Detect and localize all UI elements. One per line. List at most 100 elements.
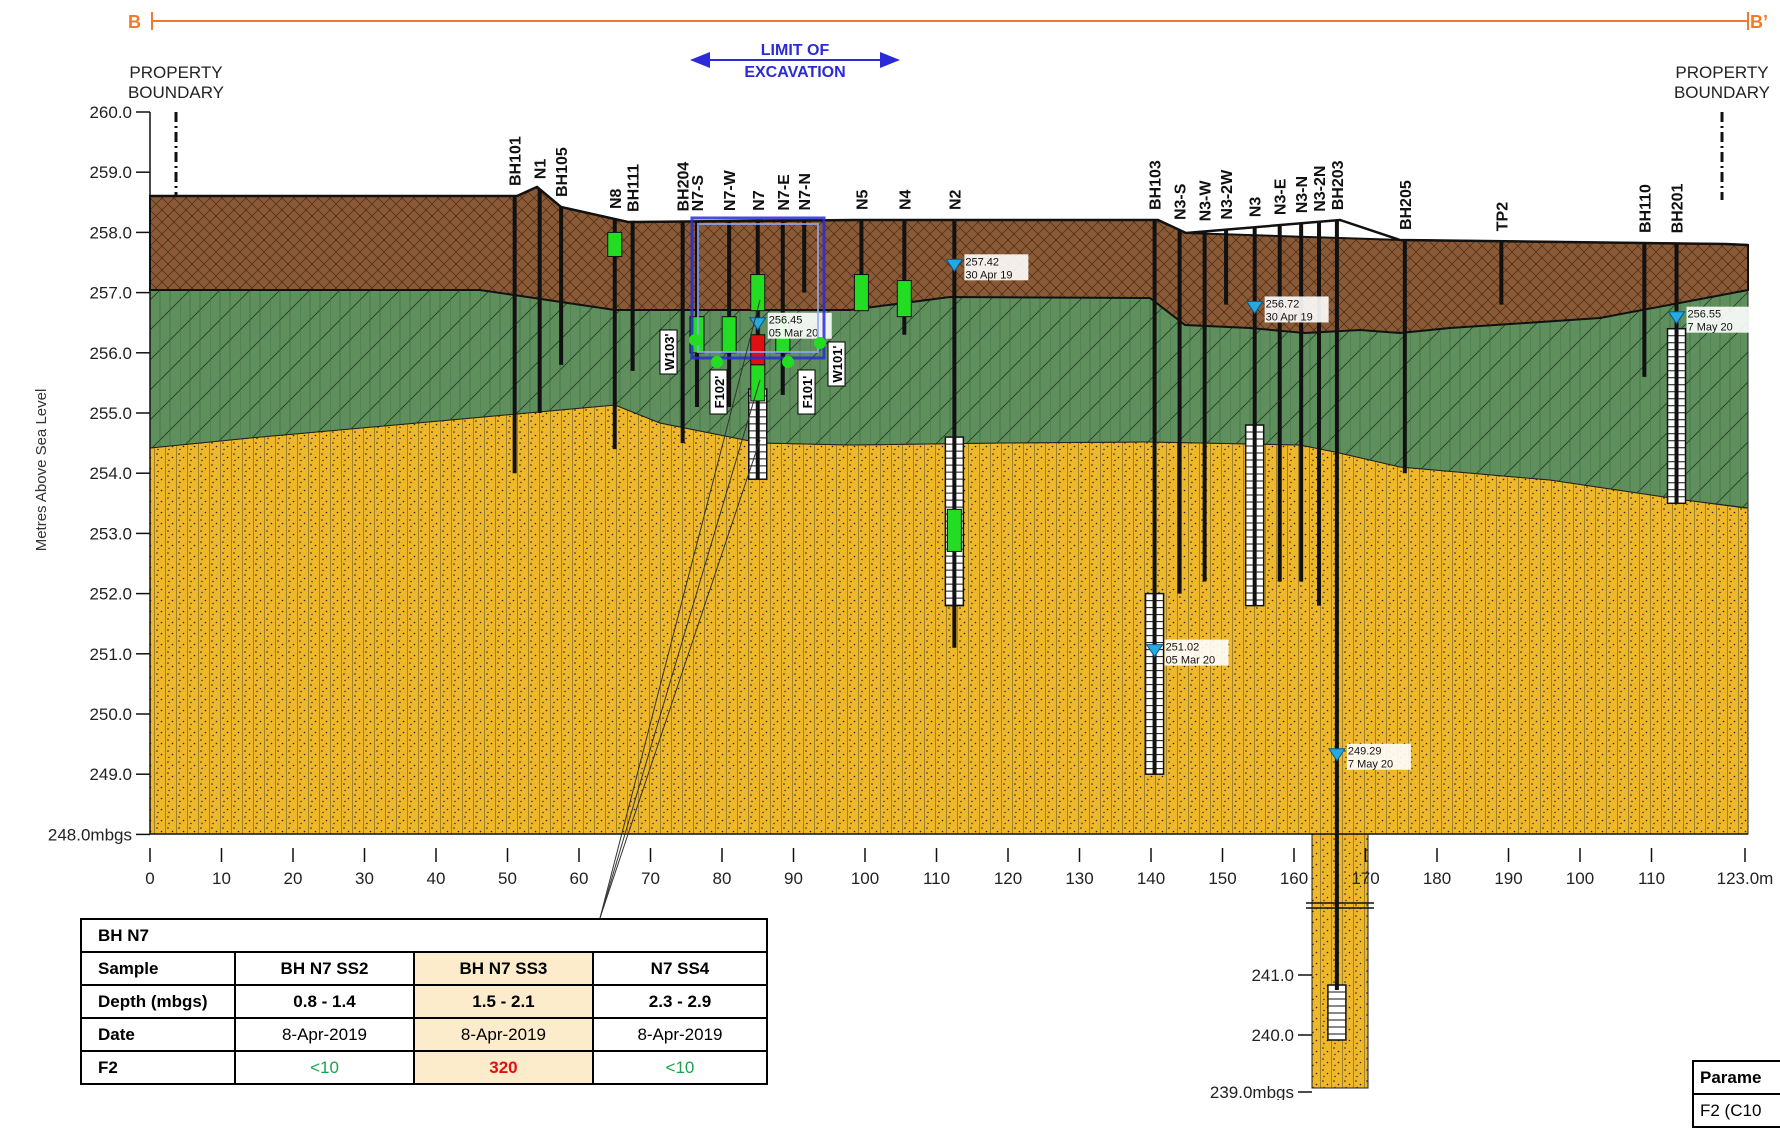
y-tick-label: 255.0 — [89, 404, 132, 423]
property-boundary-right: PROPERTY BOUNDARY — [1674, 63, 1770, 200]
inset-bore — [1311, 833, 1369, 1089]
x-tick-label: 130 — [1065, 869, 1093, 888]
y-tick-label: 259.0 — [89, 163, 132, 182]
label-f102: F102' — [712, 376, 727, 409]
y-tick-label: 253.0 — [89, 524, 132, 543]
svg-text:249.29: 249.29 — [1348, 746, 1382, 758]
borehole-label: N3-E — [1273, 178, 1290, 215]
x-tick-label: 110 — [923, 869, 950, 888]
borehole-n3: N3 — [1244, 197, 1265, 607]
borehole-n7-s: N7-S — [690, 175, 707, 407]
borehole-label: N3-N — [1294, 176, 1311, 213]
soil-sample-marker — [853, 274, 869, 312]
soil-sample-marker — [721, 316, 737, 354]
svg-text:PROPERTY: PROPERTY — [1675, 63, 1768, 82]
x-tick-label: 70 — [641, 869, 660, 888]
x-tick-label: 0 — [145, 869, 154, 888]
cross-section-diagram: B B’ LIMIT OF EXCAVATION PROPERTY BOUNDA… — [33, 12, 1773, 1100]
borehole-bh103: BH103 — [1144, 160, 1165, 775]
label-f101: F101' — [800, 376, 815, 409]
excavation-box — [690, 216, 826, 360]
svg-text:7 May 20: 7 May 20 — [1688, 322, 1733, 334]
borehole-n1: N1 — [533, 159, 550, 413]
svg-text:05 Mar 20: 05 Mar 20 — [1166, 655, 1216, 667]
borehole-label: N7-N — [797, 173, 814, 210]
table-row: F2 <10 320 <10 — [80, 1050, 769, 1085]
x-tick-label: 40 — [427, 869, 446, 888]
borehole-bh201: BH201 — [1666, 183, 1687, 505]
borehole-label: N4 — [897, 189, 914, 210]
water-level-marker: 249.297 May 20 — [1327, 743, 1411, 771]
borehole-n3-s: N3-S — [1173, 183, 1190, 594]
borehole-label: N1 — [533, 159, 550, 180]
borehole-label: N8 — [608, 188, 625, 209]
excavation-label-2: EXCAVATION — [744, 64, 845, 81]
borehole-n8: N8 — [608, 188, 625, 450]
soil-sample-marker — [750, 274, 766, 312]
borehole-label: BH101 — [508, 136, 525, 186]
borehole-label: BH203 — [1330, 160, 1347, 210]
axes: 260.0259.0258.0257.0256.0255.0254.0253.0… — [33, 103, 1773, 1100]
svg-text:30 Apr 19: 30 Apr 19 — [965, 269, 1012, 281]
y-tick-label: 254.0 — [89, 464, 132, 483]
borehole-n7-w: N7-W — [722, 169, 739, 407]
borehole-bh101: BH101 — [508, 136, 525, 474]
borehole-bh105: BH105 — [554, 147, 571, 365]
table-row: Date 8-Apr-2019 8-Apr-2019 8-Apr-2019 — [80, 1017, 769, 1052]
borehole-label: BH105 — [554, 147, 571, 197]
borehole-label: N3-2N — [1312, 166, 1329, 212]
x-tick-label: 100 — [851, 869, 879, 888]
svg-text:PROPERTY: PROPERTY — [129, 63, 222, 82]
soil-sample-marker — [750, 364, 766, 402]
borehole-label: N7-S — [690, 175, 707, 212]
x-tick-label: 170 — [1351, 869, 1379, 888]
x-tick-label: 180 — [1423, 869, 1451, 888]
borehole-n3-w: N3-W — [1198, 180, 1215, 582]
parameter-table: Parame F2 (C10 — [1692, 1060, 1780, 1128]
x-tick-label: 120 — [994, 869, 1022, 888]
svg-text:256.55: 256.55 — [1688, 309, 1722, 321]
borehole-tp2: TP2 — [1494, 202, 1511, 305]
svg-text:BOUNDARY: BOUNDARY — [128, 83, 224, 102]
x-tick-label: 150 — [1208, 869, 1236, 888]
y-tick-label: 260.0 — [89, 103, 132, 122]
section-end-label: B’ — [1750, 12, 1768, 32]
borehole-label: BH201 — [1670, 183, 1687, 233]
borehole-label: BH111 — [626, 164, 643, 212]
x-tick-label: 123.0m — [1717, 869, 1774, 888]
inset-tick-label: 240.0 — [1251, 1026, 1294, 1045]
svg-text:30 Apr 19: 30 Apr 19 — [1266, 311, 1313, 323]
x-tick-label: 50 — [498, 869, 517, 888]
inset-tick-label: 241.0 — [1251, 966, 1294, 985]
soil-sample-marker — [750, 334, 766, 366]
x-tick-label: 100 — [1566, 869, 1594, 888]
borehole-n3-2n: N3-2N — [1312, 166, 1329, 606]
y-tick-label: 249.0 — [89, 765, 132, 784]
borehole-n3-n: N3-N — [1294, 176, 1311, 582]
x-tick-label: 90 — [784, 869, 803, 888]
section-line: B B’ — [128, 12, 1768, 32]
borehole-label: N7-E — [776, 174, 793, 211]
borehole-bh111: BH111 — [626, 164, 643, 371]
y-tick-label: 257.0 — [89, 284, 132, 303]
svg-text:251.02: 251.02 — [1166, 642, 1200, 654]
param-header: Parame — [1692, 1060, 1780, 1095]
bh-n7-results-table: BH N7 Sample BH N7 SS2 BH N7 SS3 N7 SS4 … — [80, 918, 769, 1085]
borehole-label: N3 — [1248, 197, 1265, 218]
svg-text:257.42: 257.42 — [965, 256, 999, 268]
x-tick-label: 30 — [355, 869, 374, 888]
borehole-n7-n: N7-N — [797, 173, 814, 293]
borehole-label: N5 — [854, 189, 871, 210]
x-tick-label: 10 — [212, 869, 231, 888]
borehole-label: BH204 — [676, 162, 693, 212]
water-level-marker: 256.557 May 20 — [1667, 306, 1751, 334]
section-start-label: B — [128, 12, 141, 32]
borehole-label: N3-S — [1173, 183, 1190, 220]
wall-samples: W103' W101' F102' F101' — [659, 329, 846, 415]
borehole-bh205: BH205 — [1398, 180, 1415, 474]
y-tick-label: 250.0 — [89, 705, 132, 724]
